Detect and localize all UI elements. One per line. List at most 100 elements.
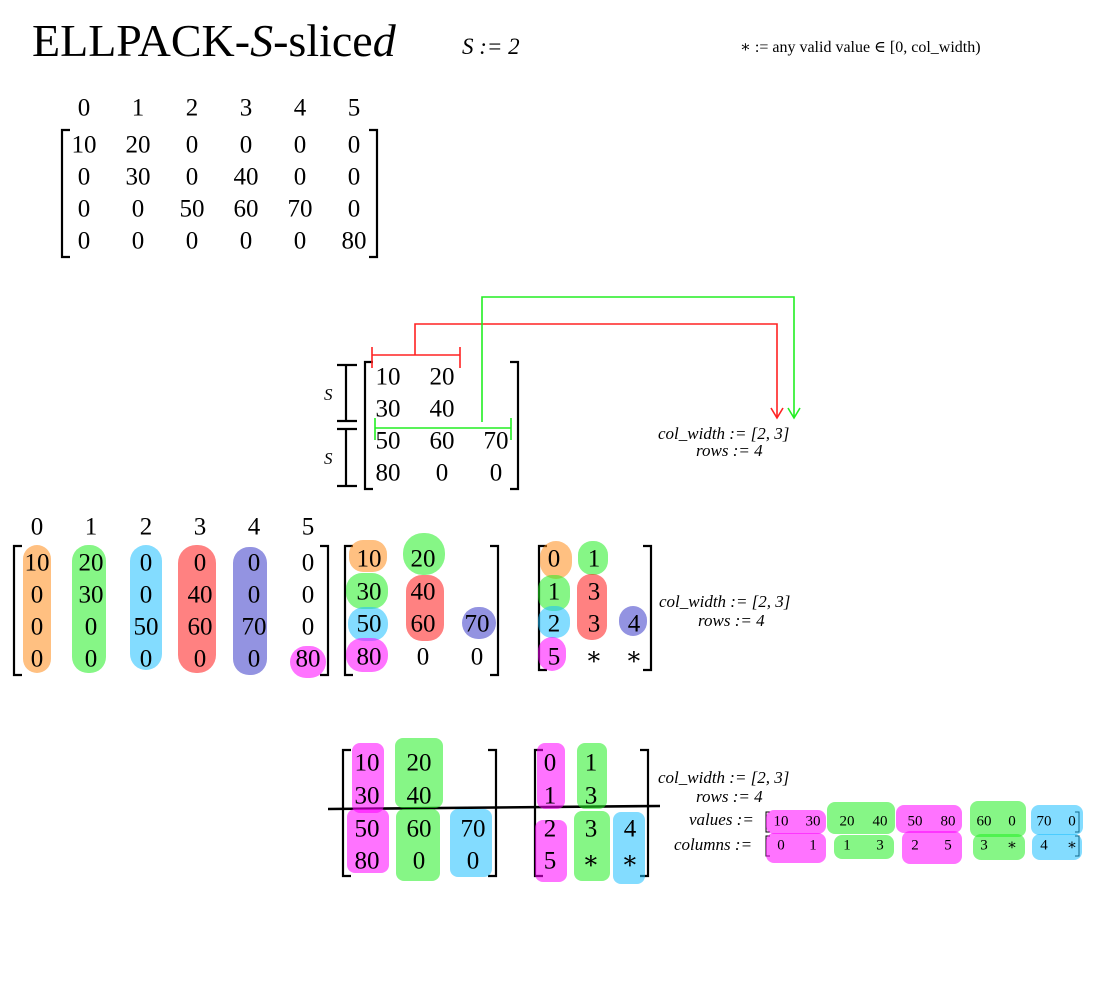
- final-columns-box-4: [973, 834, 1025, 860]
- colored-rows-label: rows := 4: [698, 611, 765, 630]
- value-cell: 70: [464, 610, 490, 638]
- matrix-cell: 0: [131, 195, 145, 223]
- matrix-cell: 0: [84, 645, 98, 673]
- slice2-values-col0: [347, 809, 389, 873]
- highlight-val-40-60: [406, 575, 444, 641]
- matrix-cell: 80: [295, 645, 321, 673]
- highlight-val-70: [462, 607, 496, 639]
- final-values-box-4: [970, 801, 1026, 837]
- matrix-cell: 0: [347, 131, 361, 159]
- highlight-col-1: [72, 545, 106, 673]
- final-values-box-3: [896, 805, 962, 833]
- matrix-cell: 20: [78, 549, 104, 577]
- columns-array-entry: 3: [876, 837, 884, 854]
- value-cell: 80: [356, 643, 382, 671]
- matrix-cell: 0: [185, 163, 199, 191]
- matrix-cell: 70: [241, 613, 267, 641]
- matrix-cell: 0: [293, 131, 307, 159]
- matrix-cell: 40: [187, 581, 213, 609]
- highlight-idx-3-3: [577, 574, 607, 640]
- star-definition: ∗ := any valid value ∈ [0, col_width): [740, 39, 981, 56]
- matrix-cell: 0: [185, 227, 199, 255]
- value-cell: 0: [470, 643, 484, 671]
- matrix-cell: 0: [301, 549, 315, 577]
- slice2-columns-col2: [613, 812, 645, 884]
- columns-array-entry: 1: [809, 837, 817, 854]
- final-column-index-cell: 3: [584, 815, 598, 843]
- matrix-cell: 0: [84, 613, 98, 641]
- final-column-index-cell: ∗: [582, 847, 600, 875]
- column-index-cell: 1: [547, 578, 561, 606]
- slice1-columns-col0: [537, 743, 565, 809]
- highlight-idx-5: [538, 637, 566, 671]
- value-cell: 40: [410, 578, 436, 606]
- matrix-cell: 0: [30, 581, 44, 609]
- matrix-cell: 0: [131, 227, 145, 255]
- matrix-cell: 0: [193, 549, 207, 577]
- final-values-box-2: [827, 802, 895, 834]
- final-value-cell: 20: [406, 749, 432, 777]
- matrix-cell: 50: [133, 613, 159, 641]
- matrix-cell: 0: [247, 581, 261, 609]
- columns-array-entry: ∗: [1006, 837, 1018, 854]
- final-columns-box-1: [766, 833, 826, 863]
- matrix-cell: 0: [185, 131, 199, 159]
- colored-matrix-left-bracket: [12, 544, 22, 677]
- matrix-cell: 0: [301, 613, 315, 641]
- final-value-cell: 40: [406, 782, 432, 810]
- matrix-cell: 20: [125, 131, 151, 159]
- value-cell: 10: [356, 545, 382, 573]
- final-value-cell: 60: [406, 815, 432, 843]
- column-header: 1: [131, 94, 145, 122]
- column-header: 1: [84, 513, 98, 541]
- sliced-cell: 60: [429, 427, 455, 455]
- final-value-cell: 10: [354, 749, 380, 777]
- values-array-entry: 30: [805, 813, 821, 830]
- columns-array-entry: 1: [843, 837, 851, 854]
- columns-array-entry: 0: [777, 837, 785, 854]
- values-array-entry: 0: [1068, 813, 1076, 830]
- columns-right-bracket: [643, 544, 653, 672]
- highlight-val-80: [346, 638, 388, 672]
- title-d: d: [372, 15, 396, 66]
- column-header: 5: [347, 94, 361, 122]
- matrix-cell: 0: [347, 195, 361, 223]
- matrix-cell: 30: [125, 163, 151, 191]
- values-array-entry: 40: [872, 813, 888, 830]
- final-value-cell: 30: [354, 782, 380, 810]
- title-prefix: ELLPACK-: [32, 15, 251, 66]
- matrix-cell: 0: [247, 549, 261, 577]
- columns-array-entry: 2: [911, 837, 919, 854]
- sliced-cell: 70: [483, 427, 509, 455]
- matrix-cell: 0: [30, 645, 44, 673]
- column-header: 2: [139, 513, 153, 541]
- columns-array-entry: 4: [1040, 837, 1048, 854]
- column-header: 4: [247, 513, 261, 541]
- column-index-cell: 1: [587, 545, 601, 573]
- final-value-cell: 80: [354, 847, 380, 875]
- column-index-cell: 0: [547, 545, 561, 573]
- matrix-cell: 0: [239, 227, 253, 255]
- slice-label-2: S: [324, 449, 333, 468]
- final-column-index-cell: 2: [543, 815, 557, 843]
- final-value-cell: 50: [354, 815, 380, 843]
- values-array-entry: 70: [1036, 813, 1052, 830]
- slice2-columns-col1: [574, 811, 610, 881]
- s-definition: S := 2: [462, 34, 520, 59]
- final-col-width-label: col_width := [2, 3]: [658, 768, 790, 787]
- column-index-cell: ∗: [625, 643, 643, 671]
- final-values-right-bracket: [488, 748, 498, 878]
- matrix-cell: 0: [301, 581, 315, 609]
- sliced-cell: 40: [429, 395, 455, 423]
- highlight-col-5: [290, 646, 326, 678]
- highlight-idx-4: [619, 606, 647, 636]
- column-header: 3: [193, 513, 207, 541]
- sliced-cell: 0: [435, 459, 449, 487]
- highlight-val-10: [349, 540, 387, 572]
- matrix-cell: 10: [24, 549, 50, 577]
- sliced-cell: 0: [489, 459, 503, 487]
- final-columns-box-3: [902, 831, 962, 864]
- matrix-cell: 60: [187, 613, 213, 641]
- matrix-right-bracket: [369, 128, 379, 259]
- matrix-cell: 0: [239, 131, 253, 159]
